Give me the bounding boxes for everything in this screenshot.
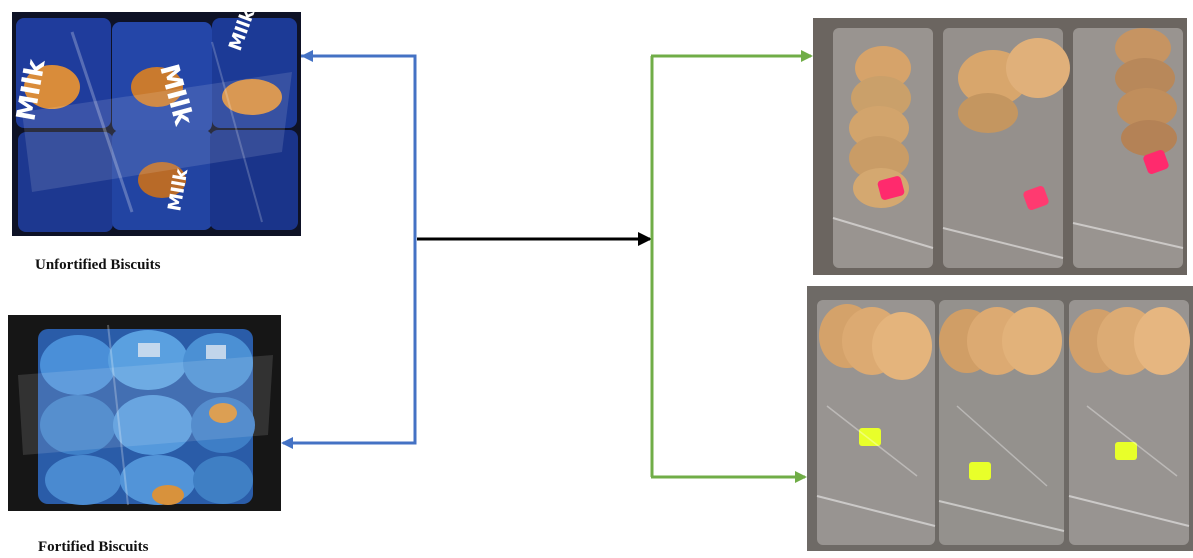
unfortified-biscuits-photo: MIlk MIlk MIlk MIlk [12, 12, 301, 236]
blue-connector [283, 54, 417, 445]
fortified-samples-photo [807, 286, 1193, 551]
unfortified-samples-photo [813, 18, 1187, 275]
unfortified-biscuits-caption: Unfortified Biscuits [35, 257, 161, 273]
fortified-biscuits-caption: Fortified Biscuits [38, 539, 149, 555]
fortified-biscuits-photo [8, 315, 281, 511]
